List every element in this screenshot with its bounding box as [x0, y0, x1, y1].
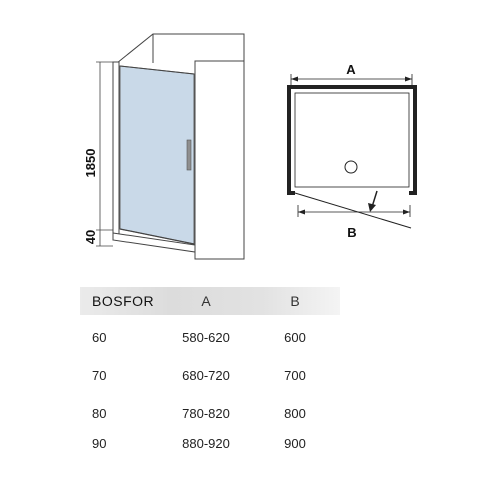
- glass-door-top-rail: [119, 65, 195, 75]
- drain-circle: [344, 160, 358, 174]
- height-label: 1850: [83, 149, 98, 178]
- spec-table-header: BOSFOR A B: [80, 287, 340, 315]
- width-label-b: B: [347, 225, 356, 240]
- row-b-value: 900: [284, 436, 306, 451]
- door-handle: [186, 139, 192, 171]
- row-a-range: 680-720: [182, 368, 230, 383]
- door-frame-post: [112, 61, 120, 241]
- table-row: 60 580-620 600: [80, 325, 340, 351]
- row-b-value: 700: [284, 368, 306, 383]
- shower-tray-base: [112, 232, 196, 253]
- base-height-label: 40: [83, 230, 98, 244]
- header-model: BOSFOR: [92, 293, 155, 309]
- plan-view: [287, 74, 417, 229]
- enclosure-outline: [287, 85, 417, 195]
- front-view: [112, 33, 245, 260]
- row-a-range: 580-620: [182, 330, 230, 345]
- height-dimension: [96, 61, 113, 247]
- glass-door-bottom-rail: [119, 228, 195, 245]
- table-row: 70 680-720 700: [80, 363, 340, 389]
- row-size: 80: [92, 406, 107, 421]
- row-a-range: 780-820: [182, 406, 230, 421]
- table-row: 80 780-820 800: [80, 401, 340, 427]
- row-size: 60: [92, 330, 107, 345]
- shower-door-drawing: 1850 40 A B: [83, 33, 417, 260]
- row-size: 70: [92, 368, 107, 383]
- spec-table: BOSFOR A B 60 580-620 600 70 680-720 700…: [80, 287, 340, 457]
- swing-arrow-head: [368, 203, 376, 212]
- door-panel-plan: [294, 192, 412, 229]
- width-label-a: A: [346, 62, 356, 77]
- enclosure-inner-outline: [294, 92, 410, 188]
- enclosure-top-edge: [116, 33, 245, 64]
- glass-door-panel: [119, 65, 195, 245]
- side-wall-panel: [194, 60, 245, 260]
- table-row: 90 880-920 900: [80, 431, 340, 457]
- header-a: A: [201, 293, 211, 309]
- header-b: B: [290, 293, 300, 309]
- row-b-value: 600: [284, 330, 306, 345]
- row-size: 90: [92, 436, 107, 451]
- row-b-value: 800: [284, 406, 306, 421]
- row-a-range: 880-920: [182, 436, 230, 451]
